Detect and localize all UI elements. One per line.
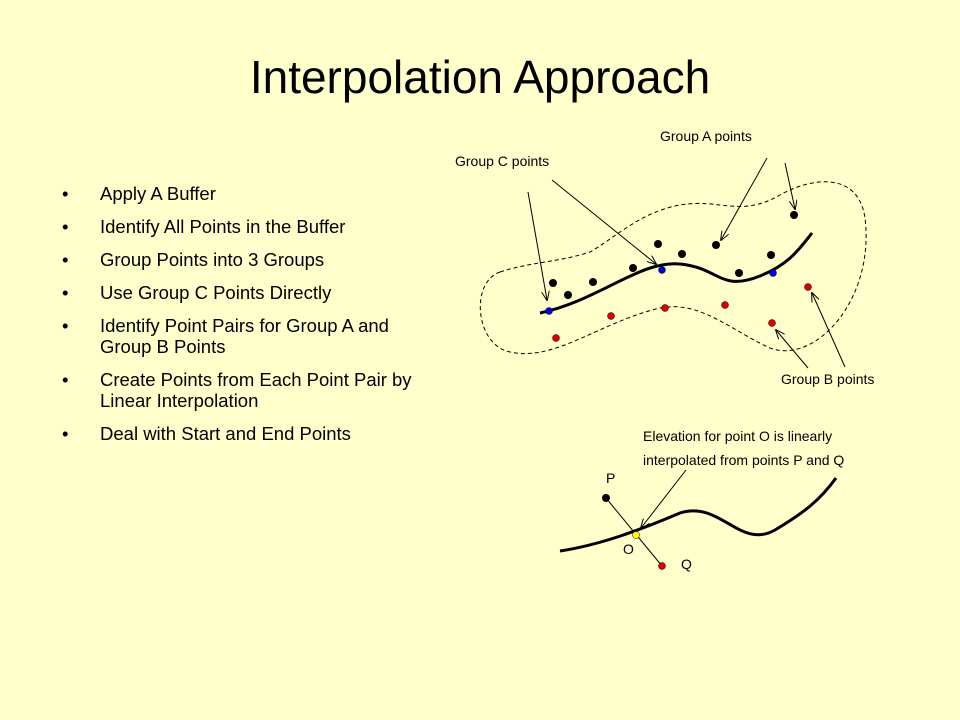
group-a-point — [589, 278, 597, 286]
group-a-point — [549, 279, 557, 287]
group-a-label: Group A points — [660, 128, 752, 144]
group-a-point — [654, 240, 662, 248]
group-a-point — [790, 211, 798, 219]
line-feature-detail — [559, 477, 838, 553]
arrow — [812, 293, 846, 368]
bullet-item: Identify Point Pairs for Group A and Gro… — [62, 315, 442, 357]
group-b-point — [661, 304, 669, 312]
bullet-item: Deal with Start and End Points — [62, 423, 442, 444]
arrow — [641, 469, 687, 528]
label-o: O — [623, 541, 634, 557]
group-c-point — [545, 307, 553, 315]
point-q — [658, 562, 666, 570]
bullet-list: Apply A Buffer Identify All Points in th… — [62, 183, 442, 456]
bullet-item: Identify All Points in the Buffer — [62, 216, 442, 237]
group-b-point — [552, 334, 560, 342]
group-a-point — [767, 251, 775, 259]
arrow — [527, 191, 547, 300]
group-a-point — [629, 264, 637, 272]
slide-title: Interpolation Approach — [249, 51, 711, 103]
bullet-item: Create Points from Each Point Pair by Li… — [62, 369, 442, 411]
point-p — [602, 494, 610, 502]
group-a-point — [678, 250, 686, 258]
group-b-point — [607, 312, 615, 320]
group-a-point — [735, 269, 743, 277]
bullet-item: Apply A Buffer — [62, 183, 442, 204]
group-b-point — [804, 283, 812, 291]
buffer-outline — [479, 181, 867, 354]
bullet-item: Use Group C Points Directly — [62, 282, 442, 303]
group-b-point — [721, 301, 729, 309]
arrow — [721, 157, 768, 240]
label-p: P — [606, 470, 615, 486]
bullet-item: Group Points into 3 Groups — [62, 249, 442, 270]
arrow — [776, 330, 809, 369]
label-q: Q — [681, 556, 692, 572]
group-b-label: Group B points — [781, 371, 874, 387]
group-c-label: Group C points — [455, 153, 549, 169]
group-c-point — [769, 269, 777, 277]
arrow — [551, 179, 656, 264]
note-line-2: interpolated from points P and Q — [643, 452, 844, 468]
note-line-1: Elevation for point O is linearly — [643, 428, 832, 444]
group-c-point — [658, 266, 666, 274]
arrow — [784, 162, 795, 209]
line-feature — [539, 232, 814, 315]
group-a-point — [712, 241, 720, 249]
group-b-point — [768, 319, 776, 327]
group-a-point — [564, 291, 572, 299]
point-o — [632, 531, 640, 539]
